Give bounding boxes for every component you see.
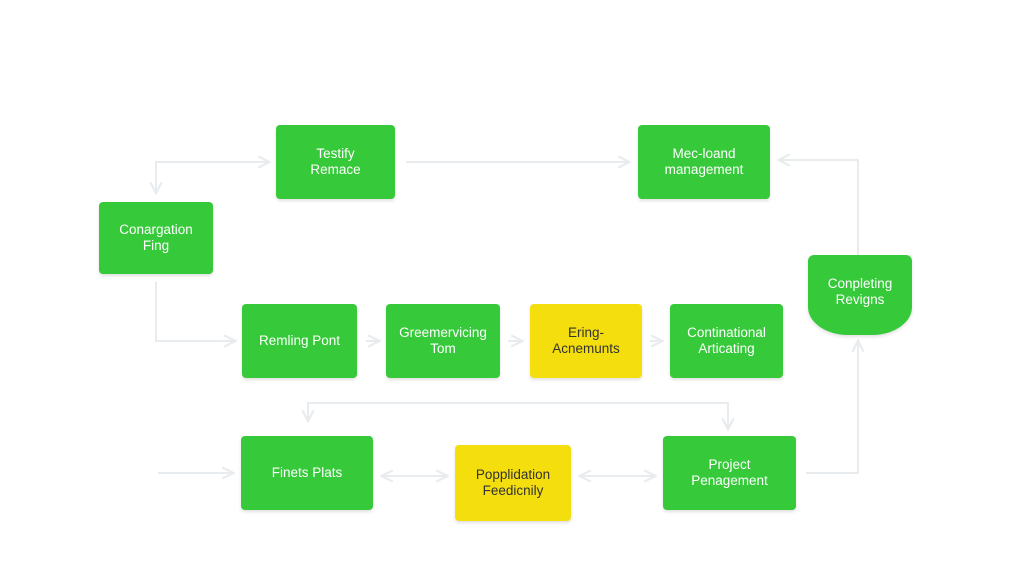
node-continational-articating[interactable]: Continational Articating <box>670 304 783 378</box>
node-ering-acnemunts[interactable]: Ering- Acnemunts <box>530 304 642 378</box>
node-label: Continational Articating <box>687 325 766 356</box>
edge-project-to-completing <box>806 342 858 474</box>
edge-congregation-to-remling <box>155 282 234 341</box>
node-completing-revigns[interactable]: Conpleting Revigns <box>808 255 912 335</box>
node-label: Mec-loand management <box>664 146 744 177</box>
edge-congregation-to-testify <box>156 162 268 192</box>
node-congregation-fing[interactable]: Conargation Fing <box>99 202 213 274</box>
node-mec-loand-management[interactable]: Mec-loand management <box>638 125 770 199</box>
node-label: Testify Remace <box>310 146 361 177</box>
node-label: Popplidation Feedicnily <box>475 467 551 498</box>
node-testify-remace[interactable]: Testify Remace <box>276 125 395 199</box>
node-greemervicing-tom[interactable]: Greemervicing Tom <box>386 304 500 378</box>
node-label: Remling Pont <box>258 333 341 348</box>
node-label: Conpleting Revigns <box>827 276 893 307</box>
node-popplidation-feedicnily[interactable]: Popplidation Feedicnily <box>455 445 571 521</box>
node-label: Conargation Fing <box>119 222 193 253</box>
edge-loop-to-project <box>308 402 728 428</box>
node-label: Finets Plats <box>271 465 343 480</box>
node-label: Project Penagement <box>691 457 768 488</box>
edge-completing-to-mec-loand <box>780 160 859 258</box>
node-project-penagement[interactable]: Project Penagement <box>663 436 796 510</box>
node-label: Greemervicing Tom <box>399 325 487 356</box>
node-finnets-plats[interactable]: Finets Plats <box>241 436 373 510</box>
node-remling-pont[interactable]: Remling Pont <box>242 304 357 378</box>
node-label: Ering- Acnemunts <box>552 325 620 356</box>
